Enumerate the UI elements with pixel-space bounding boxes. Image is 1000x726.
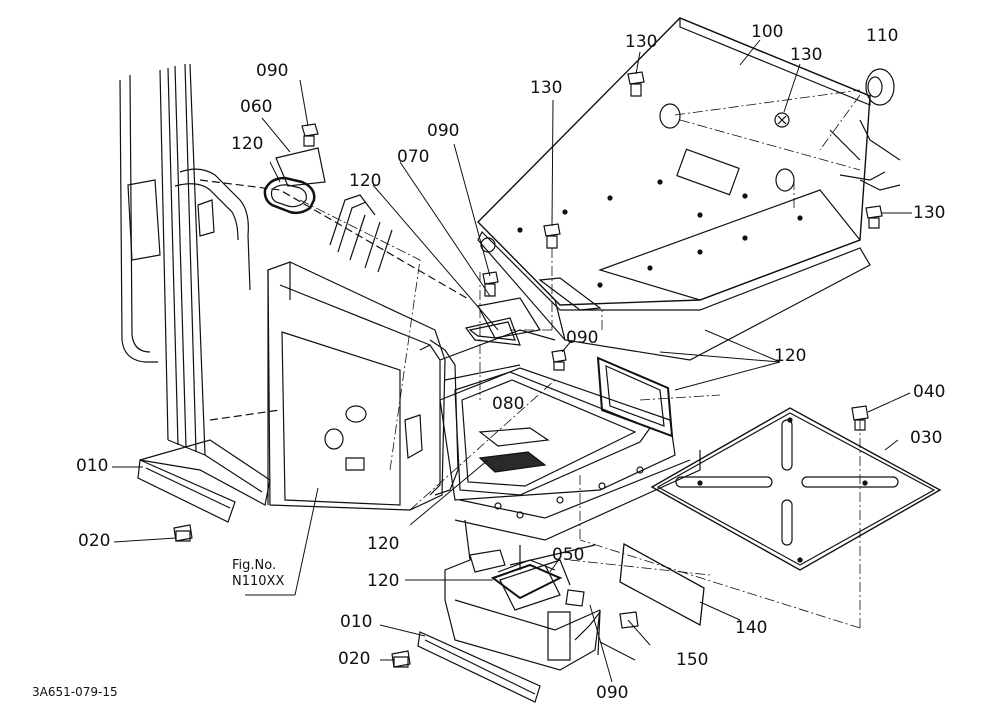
callout-090-lower: 090 <box>566 328 599 348</box>
callout-050: 050 <box>552 545 585 565</box>
figure-reference-line2: N110XX <box>232 574 285 590</box>
callout-120-console: 120 <box>349 171 382 191</box>
bracket-050 <box>500 560 570 610</box>
callout-100: 100 <box>751 22 784 42</box>
callout-030: 030 <box>910 428 943 448</box>
bolt-090-top-icon <box>302 124 318 146</box>
figure-reference-line1: Fig.No. <box>232 558 277 573</box>
callout-120-top: 120 <box>231 134 264 154</box>
callout-120-lower: 120 <box>367 571 400 591</box>
top-console-panel <box>478 18 900 360</box>
figure-reference: Fig.No. N110XX <box>232 558 284 591</box>
drawing-code: 3A651-079-15 <box>32 685 118 699</box>
floor-cover-030 <box>652 408 940 570</box>
gasket-120-console <box>466 318 520 345</box>
callout-090-bottom: 090 <box>596 683 629 703</box>
callout-040: 040 <box>913 382 946 402</box>
callout-010-upper: 010 <box>76 456 109 476</box>
gasket-120-right <box>598 358 672 436</box>
gasket-120-lower <box>493 560 560 598</box>
projection-lines <box>300 90 860 628</box>
bolt-090-bottom-icon <box>566 590 584 606</box>
callout-150: 150 <box>676 650 709 670</box>
bolt-090-mid-icon <box>483 272 498 296</box>
bolt-150-icon <box>620 612 638 628</box>
bolt-130-center-icon <box>544 224 560 248</box>
bolt-icons <box>174 72 882 667</box>
callout-020-lower: 020 <box>338 649 371 669</box>
front-pillar <box>420 330 555 495</box>
bolt-130-left-icon <box>628 72 644 96</box>
callout-090-top: 090 <box>256 61 289 81</box>
cover-060 <box>276 148 325 186</box>
cab-frame <box>120 64 470 505</box>
callout-130-screw: 130 <box>790 45 823 65</box>
grommet-110 <box>866 69 894 105</box>
callout-070: 070 <box>397 147 430 167</box>
cover-140 <box>620 544 704 625</box>
callout-080: 080 <box>492 394 525 414</box>
leader-lines <box>112 40 912 682</box>
callout-060: 060 <box>240 97 273 117</box>
callout-010-lower: 010 <box>340 612 373 632</box>
callout-130-right: 130 <box>913 203 946 223</box>
base-frame <box>440 368 700 670</box>
step-plate-010-lower <box>418 632 540 702</box>
step-plate-010-upper <box>138 460 235 522</box>
bolt-020-lower-icon <box>392 651 410 667</box>
bolt-020-upper-icon <box>174 525 192 541</box>
plate-080 <box>480 428 548 472</box>
bolt-130-right-icon <box>866 206 882 228</box>
callout-130-left: 130 <box>625 32 658 52</box>
callout-130-center: 130 <box>530 78 563 98</box>
bolt-130-screw-icon <box>775 113 789 127</box>
rear-guard-tubes <box>330 195 392 272</box>
callout-020-upper: 020 <box>78 531 111 551</box>
callout-120-right: 120 <box>774 346 807 366</box>
callout-120-floor: 120 <box>367 534 400 554</box>
callout-110: 110 <box>866 26 899 46</box>
bolt-090-lower-icon <box>552 350 566 370</box>
cover-070 <box>478 298 540 338</box>
left-side-panel <box>268 262 445 510</box>
callout-090-mid: 090 <box>427 121 460 141</box>
callout-140: 140 <box>735 618 768 638</box>
